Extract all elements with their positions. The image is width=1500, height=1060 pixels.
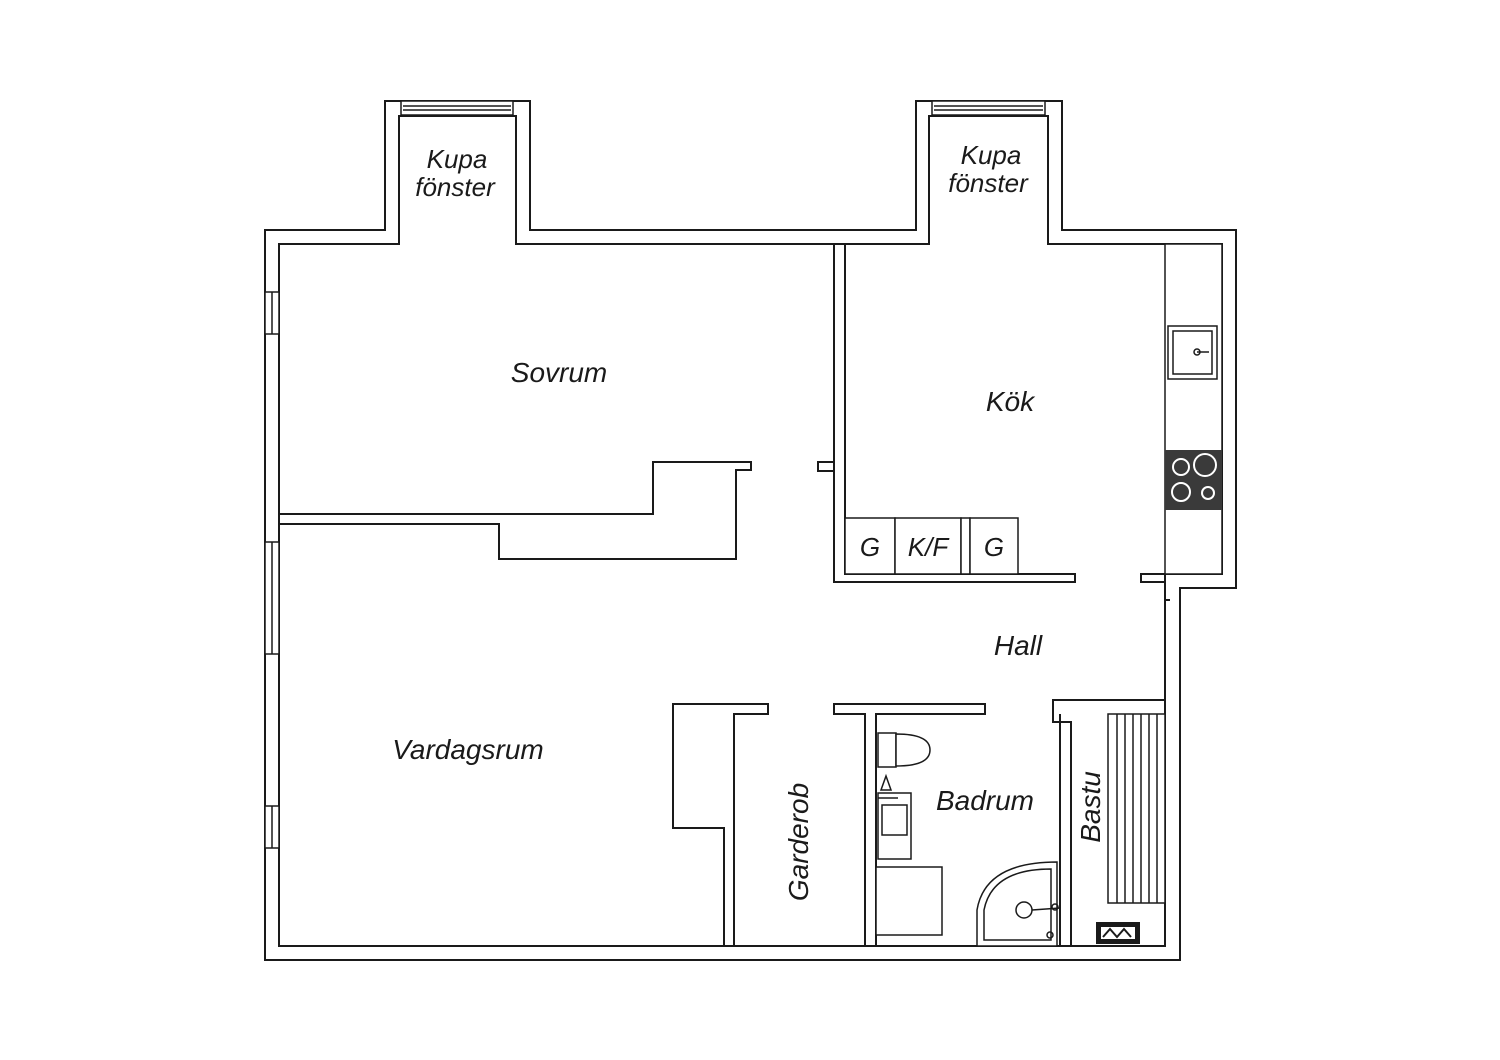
interior-walls — [279, 244, 1170, 947]
washbasin-icon — [877, 773, 912, 860]
dormer-window-right — [931, 100, 1046, 116]
appliance-labels: G K/F G — [860, 532, 1004, 562]
label-kupa-left-2: fönster — [415, 172, 496, 202]
label-sovrum: Sovrum — [511, 357, 607, 388]
kitchen-counter — [1164, 243, 1223, 575]
label-kupa-left-1: Kupa — [427, 144, 488, 174]
sauna-bench-icon — [1107, 713, 1166, 904]
toilet-icon — [877, 732, 931, 768]
label-hall: Hall — [994, 630, 1043, 661]
label-kok: Kök — [986, 386, 1036, 417]
label-appliance-middle: K/F — [908, 532, 951, 562]
sink-icon — [1167, 325, 1218, 380]
kitchen-appliances — [844, 517, 1019, 575]
label-garderob: Garderob — [783, 783, 814, 901]
shower-icon — [976, 861, 1061, 947]
side-window-living-bottom — [264, 805, 280, 849]
label-badrum: Badrum — [936, 785, 1034, 816]
label-appliance-left: G — [860, 532, 880, 562]
label-appliance-right: G — [984, 532, 1004, 562]
side-window-bedroom — [264, 291, 280, 335]
label-kupa-right-1: Kupa — [961, 140, 1022, 170]
sauna-heater-icon — [1096, 922, 1140, 944]
side-window-living-top — [264, 541, 280, 655]
label-kupa-right-2: fönster — [948, 168, 1029, 198]
washing-machine-icon — [875, 866, 943, 936]
dormer-window-left — [400, 100, 514, 116]
label-vardagsrum: Vardagsrum — [392, 734, 543, 765]
stove-icon — [1165, 450, 1222, 510]
room-labels: Kupa fönster Kupa fönster Sovrum Kök Hal… — [392, 140, 1106, 901]
label-bastu: Bastu — [1075, 771, 1106, 843]
